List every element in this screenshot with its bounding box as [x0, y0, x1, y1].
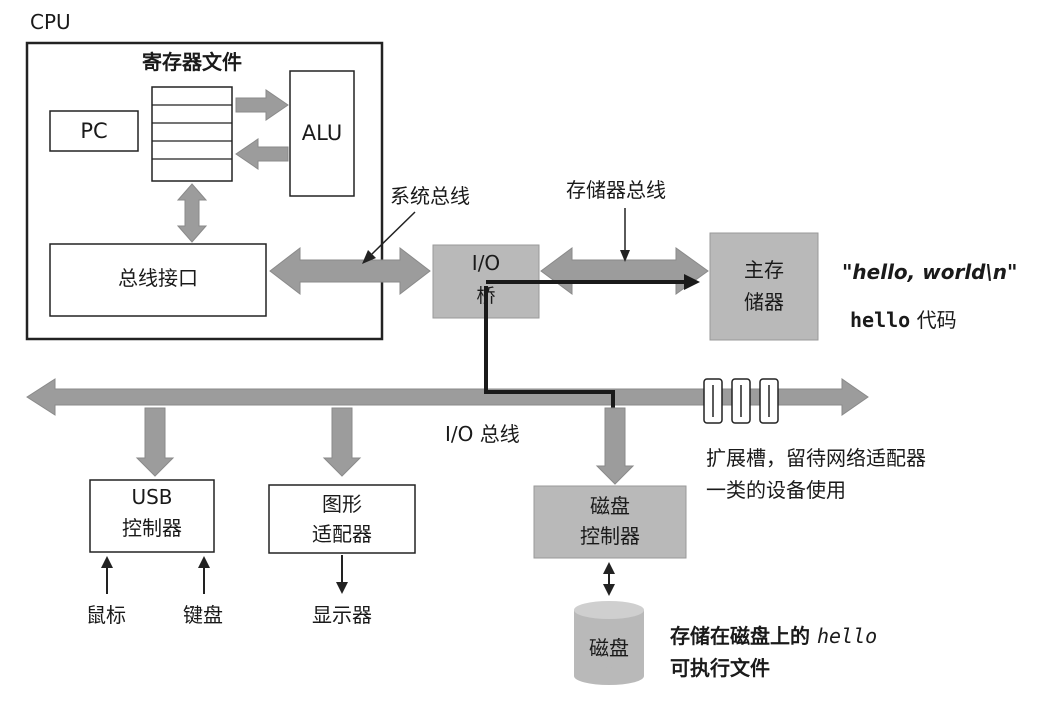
register-file-label: 寄存器文件 [142, 50, 242, 74]
memory-bus-pointer [620, 208, 630, 262]
main-memory-label-line2: 储器 [744, 290, 784, 314]
hello-world-string: "hello, world\n" [842, 260, 1018, 284]
alu-to-register-arrow [235, 138, 289, 170]
bus-interface-box [49, 243, 267, 317]
expansion-slots-label-line2: 一类的设备使用 [706, 478, 846, 502]
hello-code-text: 代码 [916, 308, 957, 332]
memory-bus-label: 存储器总线 [566, 178, 666, 202]
expansion-slots [703, 378, 779, 424]
hello-code-label: hello 代码 [850, 308, 957, 332]
alu-box [289, 70, 355, 197]
disk-note-line1: 存储在磁盘上的 hello [670, 624, 877, 648]
hello-code-mono: hello [850, 308, 911, 332]
disk-bus-drop-arrow [595, 407, 635, 485]
display-label: 显示器 [312, 603, 372, 627]
bus-interface-label: 总线接口 [118, 266, 198, 290]
usb-controller-label-line1: USB [131, 485, 173, 509]
disk-controller-box [533, 485, 687, 559]
main-memory-box [709, 232, 819, 341]
graphics-adapter-label-line1: 图形 [322, 492, 362, 516]
disk-note-line2: 可执行文件 [670, 656, 770, 680]
disk-note-text: 存储在磁盘上的 [670, 624, 810, 648]
register-to-alu-arrow [235, 89, 289, 121]
register-file [151, 86, 233, 182]
graphics-bus-drop-arrow [322, 407, 362, 477]
graphics-adapter-box [268, 484, 416, 554]
disk-controller-label-line2: 控制器 [580, 524, 640, 548]
pc-label: PC [80, 119, 108, 143]
disk-cylinder [574, 601, 644, 685]
disk-controller-label-line1: 磁盘 [590, 494, 630, 518]
graphics-adapter-label-line2: 适配器 [312, 522, 372, 546]
io-bridge-label-line1: I/O [471, 251, 501, 275]
alu-label: ALU [301, 121, 343, 145]
io-bridge-label-line2: 桥 [476, 285, 496, 307]
system-bus-label: 系统总线 [390, 184, 470, 208]
disk-note-mono: hello [816, 624, 878, 648]
usb-bus-drop-arrow [135, 407, 175, 477]
system-bus-pointer [362, 211, 416, 264]
expansion-slots-label-line1: 扩展槽，留待网络适配器 [706, 446, 926, 470]
usb-controller-label-line2: 控制器 [122, 516, 182, 540]
mouse-label: 鼠标 [86, 603, 126, 627]
main-memory-label-line1: 主存 [744, 258, 784, 282]
memory-bus-arrow [540, 247, 709, 295]
mouse-input-arrow [101, 556, 113, 594]
keyboard-input-arrow [198, 556, 210, 594]
io-bus-arrow [26, 378, 869, 416]
register-bus-interface-arrow [176, 183, 208, 243]
cpu-label: CPU [30, 10, 71, 34]
bridge-to-memory-path-head [684, 274, 700, 290]
usb-controller-box [89, 479, 215, 553]
system-bus-arrow [269, 246, 431, 296]
disk-controller-disk-arrow [603, 562, 615, 596]
display-output-arrow [336, 555, 348, 594]
disk-label: 磁盘 [589, 636, 629, 660]
keyboard-label: 键盘 [183, 603, 223, 627]
io-bus-label: I/O 总线 [445, 422, 520, 446]
pc-box [49, 110, 139, 152]
cpu-frame [25, 41, 384, 341]
